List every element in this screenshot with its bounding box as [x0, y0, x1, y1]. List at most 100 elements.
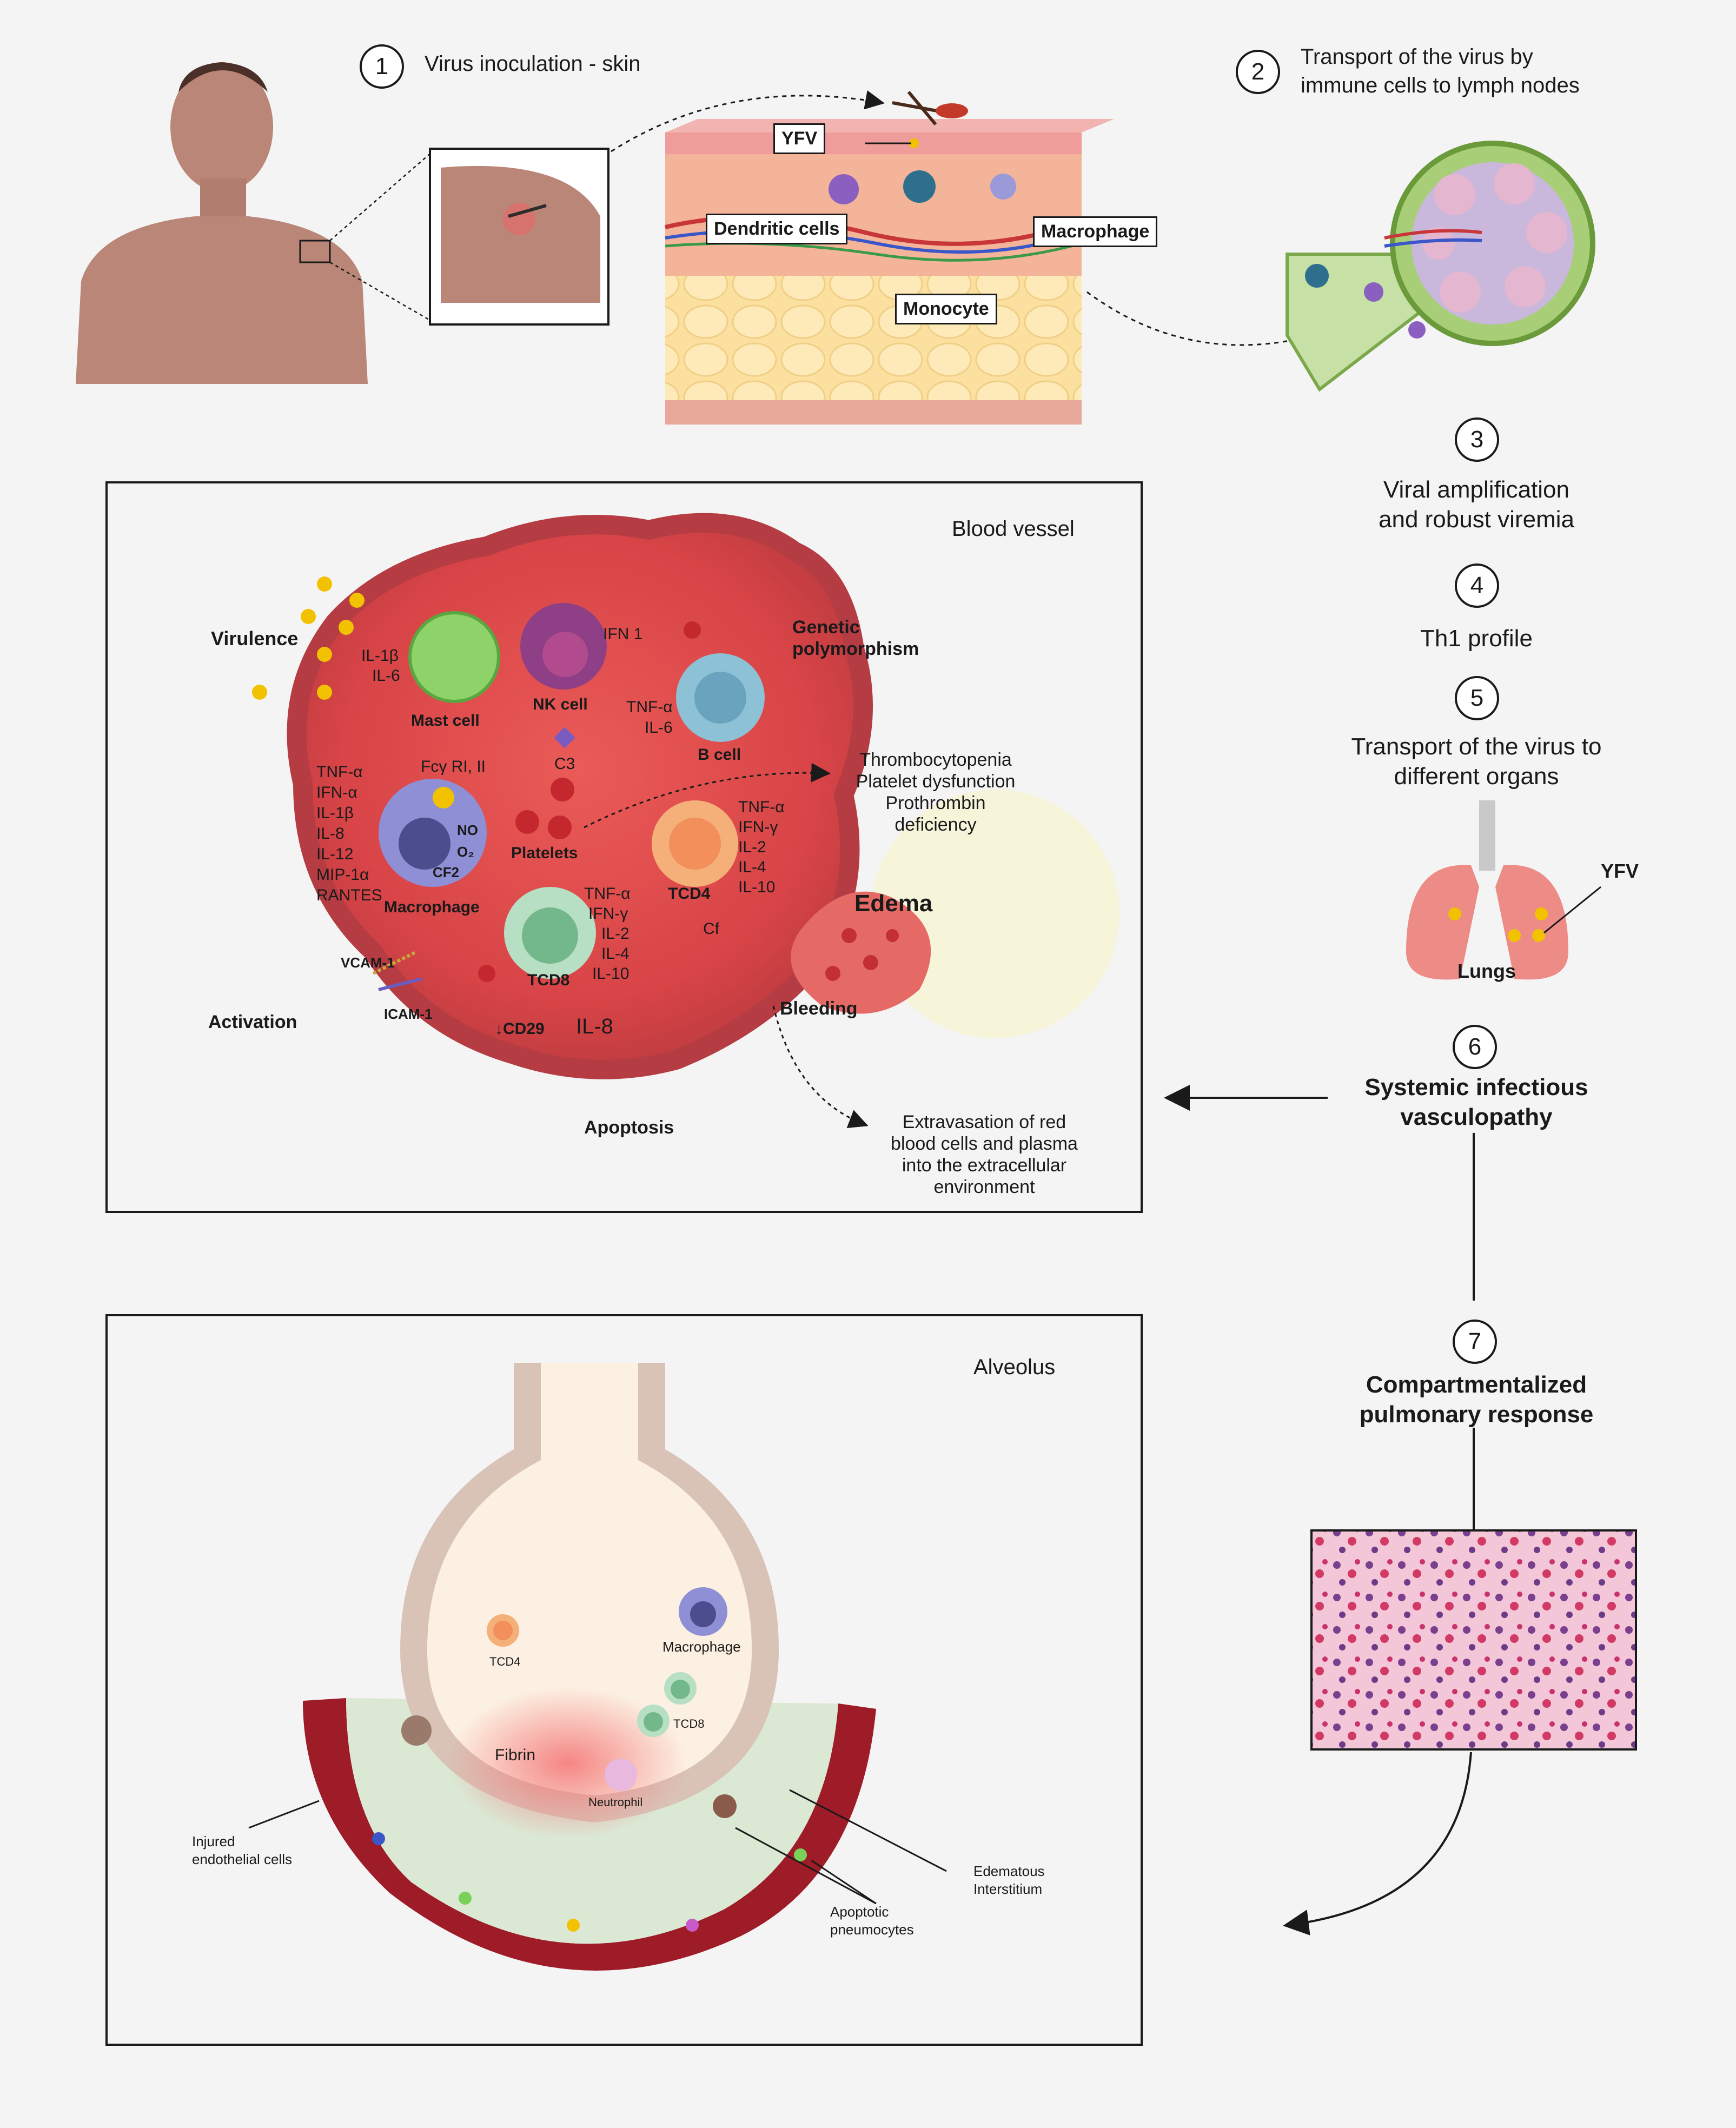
macrophage-tag: Macrophage: [1033, 216, 1158, 247]
cf2-label: CF2: [433, 864, 460, 880]
step-6-text-line-2: vasculopathy: [1400, 1104, 1553, 1130]
platelets-label: Platelets: [511, 844, 578, 862]
lungs-yfv-label: YFV: [1601, 860, 1639, 882]
injured-line-2: endothelial cells: [192, 1851, 293, 1867]
mast-cell-label: Mast cell: [411, 712, 480, 730]
skin-section: [665, 91, 1114, 425]
tcd4-cytokine-5: IL-10: [738, 878, 776, 896]
blood-vessel-title: Blood vessel: [952, 517, 1075, 541]
vessel-illustration: [252, 513, 1119, 1079]
apoptotic-line-1: Apoptotic: [830, 1904, 889, 1920]
c3-label: C3: [554, 755, 575, 773]
thrombo-line-1: Thrombocytopenia: [859, 750, 1012, 770]
thrombo-line-4: deficiency: [894, 814, 977, 835]
alv-neutrophil-label: Neutrophil: [588, 1795, 643, 1809]
tcd4-label: TCD4: [668, 885, 711, 903]
monocyte-tag: Monocyte: [895, 294, 997, 324]
virulence-label: Virulence: [211, 627, 299, 649]
cf-label: Cf: [703, 920, 719, 938]
alveolus-title: Alveolus: [973, 1355, 1056, 1379]
yfv-tag: YFV: [773, 123, 826, 154]
alv-macrophage-label: Macrophage: [662, 1639, 741, 1655]
fcy-label: Fcγ RI, II: [421, 758, 486, 775]
blood-vessel-panel: [105, 481, 1143, 1213]
step-2-text-line-2: immune cells to lymph nodes: [1301, 74, 1580, 97]
tcd4-cytokine-1: TNF-α: [738, 798, 785, 816]
extravasation-line-2: blood cells and plasma: [891, 1133, 1078, 1154]
step-7-text-line-1: Compartmentalized: [1366, 1371, 1587, 1398]
step-5-text-line-2: different organs: [1394, 763, 1559, 790]
step-2-marker: 2: [1236, 50, 1280, 94]
genetic-label-line-1: Genetic: [792, 617, 860, 638]
extravasation-line-1: Extravasation of red: [902, 1112, 1066, 1132]
step-3-text-line-2: and robust viremia: [1379, 506, 1574, 533]
apoptotic-line-2: pneumocytes: [830, 1921, 914, 1938]
il8-label: IL-8: [576, 1015, 613, 1038]
o2-label: O₂: [457, 844, 474, 860]
macro-cytokine-5: IL-12: [316, 845, 354, 863]
macro-cytokine-1: TNF-α: [316, 763, 363, 781]
alv-tcd8-label: TCD8: [673, 1717, 705, 1731]
alveolus-panel: [105, 1314, 1143, 2046]
macro-cytokine-6: MIP-1α: [316, 866, 369, 884]
step-3-text-line-1: Viral amplification: [1383, 476, 1569, 503]
bleeding-label: Bleeding: [780, 998, 858, 1019]
tcd8-label: TCD8: [527, 971, 570, 989]
activation-label: Activation: [208, 1012, 297, 1032]
tcd8-cytokine-5: IL-10: [592, 965, 630, 983]
step-5-text-line-1: Transport of the virus to: [1351, 733, 1602, 760]
step-6-marker: 6: [1453, 1025, 1497, 1069]
shoulder-inset: [429, 148, 609, 326]
step-1-text: Virus inoculation - skin: [425, 52, 641, 76]
step-7-marker: 7: [1453, 1320, 1497, 1364]
tcd8-cytokine-4: IL-4: [601, 945, 630, 963]
step-6-text-line-1: Systemic infectious: [1364, 1074, 1588, 1101]
apoptosis-label: Apoptosis: [584, 1117, 674, 1138]
step-4-marker: 4: [1455, 564, 1499, 608]
step-1-marker: 1: [360, 44, 404, 89]
fibrin-label: Fibrin: [495, 1746, 536, 1764]
macro-cytokine-7: RANTES: [316, 886, 382, 904]
alv-tcd4-label: TCD4: [489, 1655, 521, 1668]
injured-line-1: Injured: [192, 1833, 235, 1849]
genetic-label-line-2: polymorphism: [792, 639, 919, 659]
step-3-marker: 3: [1455, 417, 1499, 462]
mast-cytokine-2: IL-6: [372, 667, 400, 685]
step-4-text: Th1 profile: [1420, 625, 1533, 652]
extravasation-line-3: into the extracellular: [902, 1155, 1067, 1176]
cd29-label: ↓CD29: [495, 1020, 545, 1038]
thrombo-line-3: Prothrombin: [885, 793, 986, 813]
tcd8-cytokine-2: IFN-γ: [588, 905, 628, 923]
human-figure: [76, 62, 368, 384]
dendritic-cells-tag: Dendritic cells: [706, 214, 848, 244]
tcd8-cytokine-3: IL-2: [601, 925, 630, 943]
vcam-label: VCAM-1: [341, 954, 395, 971]
macro-cytokine-3: IL-1β: [316, 804, 354, 822]
icam-label: ICAM-1: [384, 1006, 433, 1022]
lymph-node: [1286, 141, 1595, 392]
tcd8-cytokine-1: TNF-α: [584, 885, 631, 903]
mast-cytokine-1: IL-1β: [361, 647, 399, 665]
step-2-text-line-1: Transport of the virus by: [1301, 45, 1533, 69]
step-5-marker: 5: [1455, 676, 1499, 720]
ifn1-label: IFN 1: [603, 625, 643, 643]
tcd4-cytokine-3: IL-2: [738, 838, 766, 856]
thrombo-line-2: Platelet dysfunction: [856, 771, 1016, 792]
alveolus-illustration: [303, 1363, 876, 1971]
tcd4-cytokine-4: IL-4: [738, 858, 766, 876]
lungs-illustration: [1406, 800, 1601, 980]
b-cytokine-2: IL-6: [645, 719, 673, 737]
lungs-label: Lungs: [1457, 960, 1516, 982]
macrophage-label: Macrophage: [384, 898, 480, 916]
b-cell-label: B cell: [698, 746, 741, 764]
no-label: NO: [457, 822, 478, 838]
histology-image: [1310, 1529, 1637, 1751]
extravasation-line-4: environment: [933, 1177, 1035, 1197]
edematous-line-2: Interstitium: [973, 1881, 1043, 1897]
nk-cell-label: NK cell: [533, 695, 588, 713]
edematous-line-1: Edematous: [973, 1863, 1045, 1879]
tcd4-cytokine-2: IFN-γ: [738, 818, 778, 836]
edema-label: Edema: [854, 890, 933, 917]
